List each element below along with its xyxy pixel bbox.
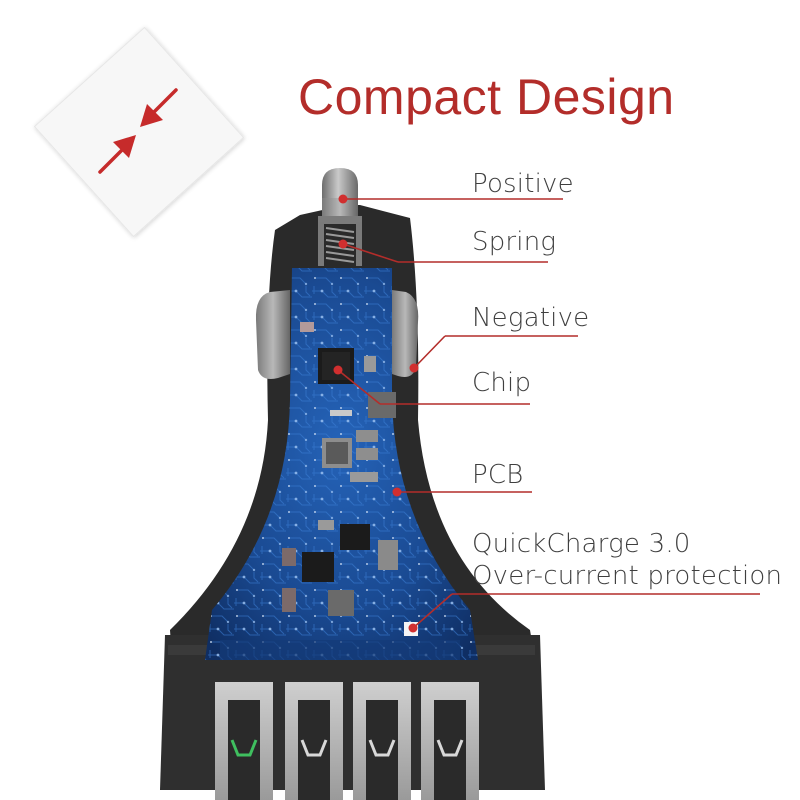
label-chip: Chip bbox=[472, 368, 532, 398]
label-negative: Negative bbox=[472, 303, 590, 333]
negative-clip-right bbox=[392, 290, 419, 377]
negative-clip-left bbox=[255, 290, 290, 379]
page-title: Compact Design bbox=[298, 69, 675, 125]
positive-tip bbox=[322, 168, 358, 200]
label-overcurrent: Over-current protection bbox=[472, 561, 783, 591]
callout-lines bbox=[333, 194, 760, 633]
compress-arrows-icon bbox=[98, 88, 178, 174]
label-spring: Spring bbox=[472, 227, 557, 257]
compact-icon-card bbox=[33, 26, 245, 238]
label-quickcharge: QuickCharge 3.0 bbox=[472, 529, 691, 559]
label-positive: Positive bbox=[472, 169, 574, 199]
pcb-components bbox=[220, 322, 460, 660]
usb-ports bbox=[215, 682, 479, 800]
label-pcb: PCB bbox=[472, 460, 524, 490]
